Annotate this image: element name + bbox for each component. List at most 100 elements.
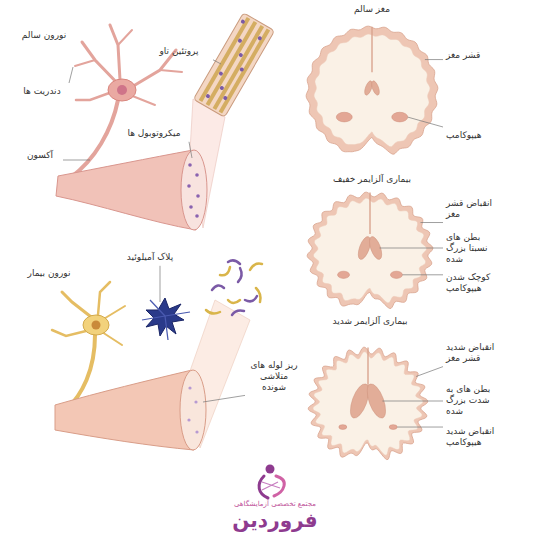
- logo-head: [266, 465, 275, 474]
- nucleus: [117, 85, 127, 95]
- dendrite: [98, 282, 110, 315]
- leader-line: [416, 367, 443, 377]
- axon-tube: [55, 370, 194, 450]
- leader-line: [63, 160, 90, 161]
- tube: [193, 13, 274, 118]
- fragment: [232, 311, 244, 316]
- fragment: [220, 267, 230, 275]
- part-label: پلاک آمیلوئید: [126, 252, 174, 263]
- panel-heading: بیماری آلزایمر شدید: [330, 316, 410, 327]
- part-label: ریز لوله های متلاشی شونده: [248, 360, 300, 392]
- part-label: انقباض قشر مغز: [446, 198, 494, 220]
- panel-heading: بیماری آلزایمر خفیف: [312, 174, 432, 185]
- part-label: پروتئین تاو: [148, 46, 210, 57]
- part-label: بطن های نسبتا بزرگ شده: [446, 232, 498, 264]
- dot: [195, 430, 198, 433]
- fragment: [238, 268, 242, 282]
- amyloid-plaque: [142, 298, 190, 340]
- microtubule-fragments: [206, 260, 262, 315]
- leader-line: [189, 142, 192, 158]
- leader-line: [420, 222, 443, 223]
- tau: [218, 71, 223, 76]
- dot: [196, 194, 200, 198]
- part-label: میکروتوبول ها: [122, 128, 186, 139]
- part-label: دندریت ها: [18, 86, 66, 97]
- part-label: بطن های به شدت بزرگ شده: [446, 384, 496, 416]
- fragment: [212, 285, 224, 290]
- brain-section: [306, 26, 438, 154]
- leader-line: [408, 117, 443, 127]
- dot: [188, 386, 191, 389]
- logo-figure: [259, 465, 284, 499]
- hippocampus: [338, 271, 350, 278]
- fragment: [228, 260, 240, 264]
- ventricle: [370, 80, 381, 96]
- hippocampus: [390, 271, 402, 278]
- brain-sections: [306, 26, 438, 459]
- axon-cut: [181, 150, 207, 230]
- fragment: [250, 264, 262, 270]
- fragment: [206, 310, 220, 314]
- brain-section: [308, 347, 427, 459]
- tau: [257, 36, 262, 41]
- part-label: آکسون: [20, 150, 60, 161]
- broken-microtubule-dots: [187, 386, 198, 433]
- tau: [219, 85, 224, 90]
- axon-cut: [180, 370, 206, 450]
- cortex: [308, 347, 427, 459]
- leader-line: [402, 274, 443, 275]
- fragment: [228, 300, 240, 303]
- sick-neuron: [52, 260, 262, 450]
- leader-line: [425, 59, 443, 60]
- hippocampus: [389, 425, 397, 430]
- fibril: [165, 312, 190, 316]
- leader-line: [382, 401, 443, 402]
- part-label: انقباض شدید هیپوکامپ: [446, 426, 500, 448]
- cell-body: [83, 315, 109, 335]
- leader-lines: [63, 60, 443, 427]
- brain-section: [307, 192, 433, 308]
- cell-body: [108, 79, 136, 101]
- dot: [195, 214, 199, 218]
- tau: [223, 95, 228, 100]
- microtubule: [220, 29, 268, 112]
- part-label: قشر مغز: [446, 50, 508, 61]
- dendrite: [160, 70, 182, 72]
- leader-line: [69, 67, 73, 83]
- leader-line: [397, 427, 443, 428]
- fibril: [165, 316, 168, 340]
- microtubule-dots: [187, 163, 200, 218]
- microtubules: [200, 18, 268, 113]
- fibril: [150, 300, 165, 316]
- tau: [205, 93, 210, 98]
- leader-line: [160, 266, 161, 302]
- dendrite: [75, 60, 95, 66]
- dot: [194, 400, 197, 403]
- healthy-neuron: [56, 13, 275, 230]
- cortex: [306, 26, 438, 154]
- part-label: هیپوکامپ: [446, 130, 516, 141]
- panel-heading: نورون بیمار: [22, 268, 76, 279]
- nucleus: [92, 321, 101, 330]
- dendrite: [76, 92, 112, 100]
- fissure: [371, 27, 372, 73]
- hippocampus: [339, 425, 347, 430]
- dendrite: [52, 330, 90, 336]
- dot: [195, 173, 199, 177]
- dendrite: [118, 30, 132, 45]
- plaque-fibrils: [142, 300, 190, 340]
- leader-line: [213, 60, 221, 64]
- tau: [237, 38, 242, 43]
- fragment: [245, 296, 257, 301]
- tau-proteins: [199, 19, 265, 107]
- panel-heading: مغز سالم: [320, 4, 424, 15]
- watermark-text: مجتمع تخصصی آزمایشگاهی: [200, 500, 350, 508]
- tau: [238, 52, 243, 57]
- tau: [239, 67, 244, 72]
- leader-line: [203, 395, 245, 402]
- tau: [240, 19, 245, 24]
- fissure: [367, 348, 368, 388]
- part-label: کوچک شدن هیپوکامپ: [446, 272, 504, 294]
